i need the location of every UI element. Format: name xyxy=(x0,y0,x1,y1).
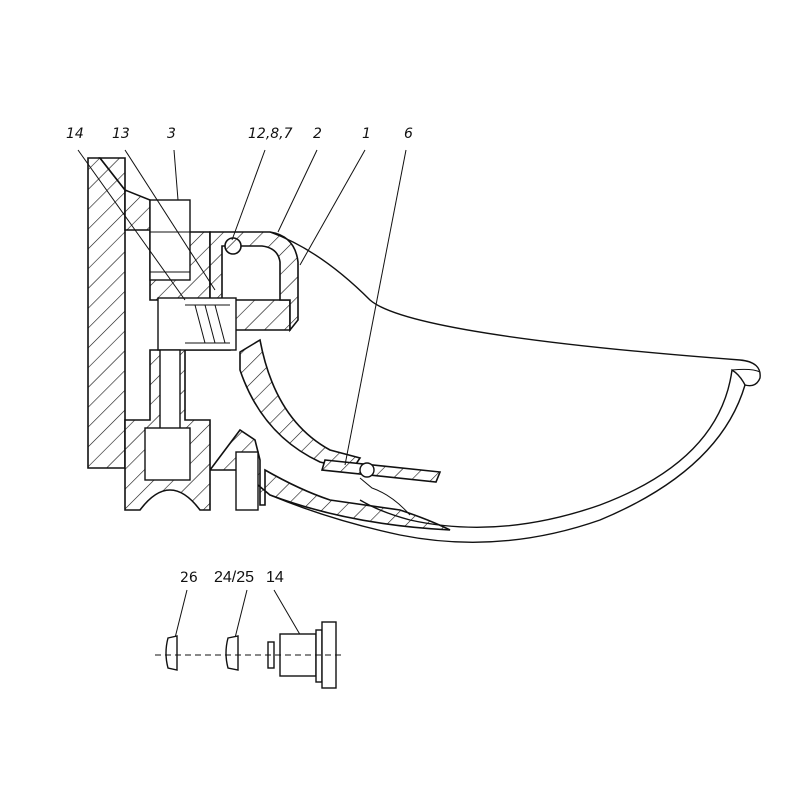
label-6: 6 xyxy=(404,126,413,142)
label-14-bottom: 14 xyxy=(266,569,284,586)
label-24-25: 24/25 xyxy=(214,569,254,586)
label-1: 1 xyxy=(362,126,371,142)
bolt xyxy=(235,451,259,511)
label-3: 3 xyxy=(167,126,176,142)
label-2: 2 xyxy=(313,126,322,142)
bowl-outer-shell xyxy=(269,231,761,543)
bowl-inner-shell xyxy=(359,368,746,528)
press-lever xyxy=(320,459,442,483)
connector-pipe xyxy=(159,349,181,431)
label-12-8-7: 12,8,7 xyxy=(248,126,293,142)
seal-ring xyxy=(224,237,242,255)
lower-nipple xyxy=(144,427,191,481)
part-24-25 xyxy=(225,635,239,671)
leader-lines xyxy=(77,149,407,466)
valve-cartridge xyxy=(157,297,237,351)
label-13: 13 xyxy=(112,126,130,142)
part-26 xyxy=(165,635,178,671)
lever-pivot xyxy=(359,462,375,478)
bowl-rim xyxy=(731,368,761,373)
label-26: 26 xyxy=(180,570,198,586)
nipple-3 xyxy=(149,199,191,281)
wall-plate xyxy=(87,157,126,469)
label-14: 14 xyxy=(66,126,84,142)
